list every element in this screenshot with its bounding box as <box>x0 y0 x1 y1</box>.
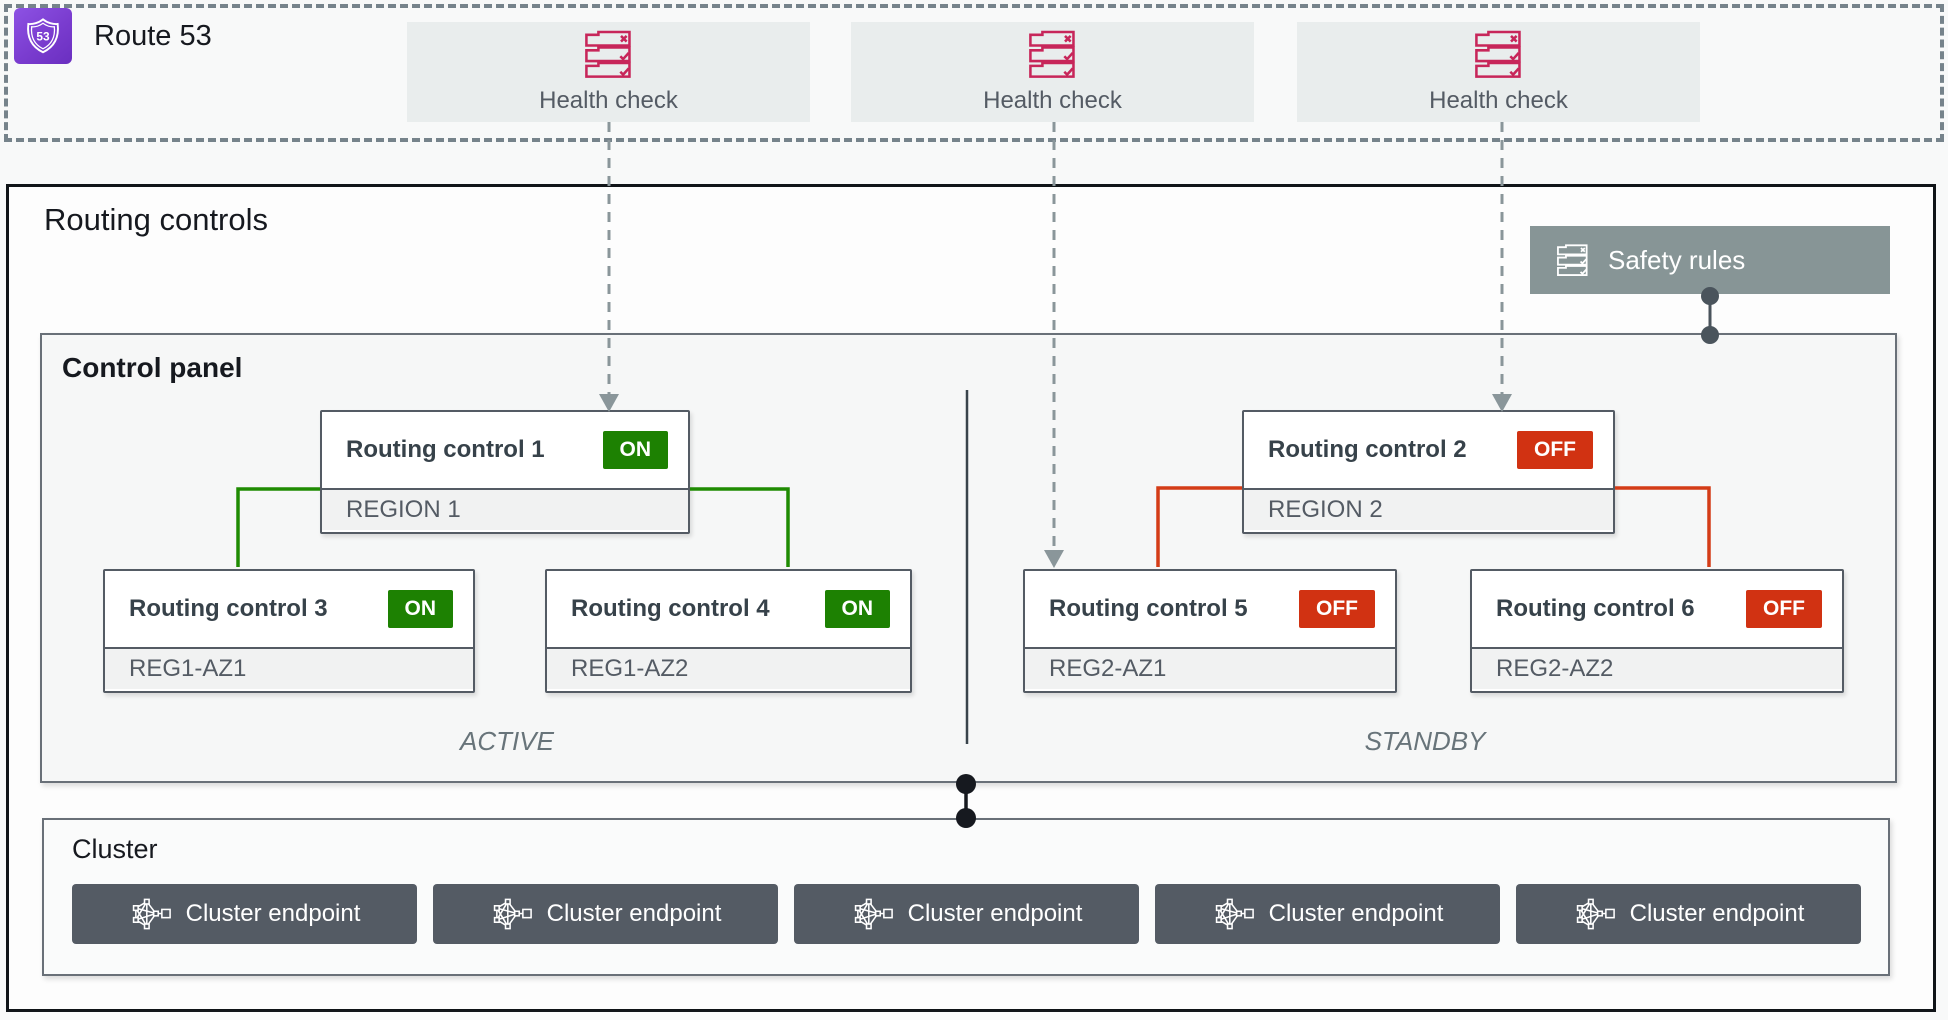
routing-control-location: REGION 2 <box>1244 488 1613 530</box>
routing-control-name: Routing control 5 <box>1049 595 1248 622</box>
svg-text:53: 53 <box>36 29 50 43</box>
health-check-label: Health check <box>539 86 678 114</box>
cluster-endpoint-label: Cluster endpoint <box>1629 900 1805 927</box>
cluster-endpoint-label: Cluster endpoint <box>185 900 361 927</box>
state-badge-on[interactable]: ON <box>387 590 453 628</box>
health-check-icon <box>1028 30 1075 78</box>
network-mesh-icon <box>1215 898 1254 930</box>
routing-control-name: Routing control 6 <box>1496 595 1695 622</box>
state-badge-on[interactable]: ON <box>602 431 668 469</box>
cluster-endpoint-label: Cluster endpoint <box>907 900 1083 927</box>
safety-rules-button[interactable]: Safety rules <box>1530 226 1890 294</box>
health-check-card[interactable]: Health check <box>851 22 1254 122</box>
state-badge-on[interactable]: ON <box>824 590 890 628</box>
routing-control-location: REG2-AZ2 <box>1472 647 1842 689</box>
cluster-section: Cluster Cluster endpoint <box>42 818 1890 976</box>
network-mesh-icon <box>854 898 893 930</box>
routing-control-name: Routing control 1 <box>346 436 545 463</box>
route53-icon: 53 <box>14 8 72 64</box>
cluster-endpoint-label: Cluster endpoint <box>546 900 722 927</box>
state-badge-off[interactable]: OFF <box>1299 590 1375 628</box>
routing-control-location: REG1-AZ1 <box>105 647 473 689</box>
safety-rules-checklist-icon <box>1557 244 1588 276</box>
route53-shield-icon: 53 <box>27 18 59 54</box>
health-check-icon <box>1474 30 1521 78</box>
control-panel <box>40 333 1897 783</box>
cluster-endpoint-row: Cluster endpoint Cluster endpoint <box>72 884 1861 944</box>
routing-control-name: Routing control 2 <box>1268 436 1467 463</box>
control-panel-title: Control panel <box>62 352 243 383</box>
cluster-endpoint-button[interactable]: Cluster endpoint <box>433 884 778 944</box>
routing-control-name: Routing control 4 <box>571 595 770 622</box>
cluster-endpoint-label: Cluster endpoint <box>1268 900 1444 927</box>
state-badge-off[interactable]: OFF <box>1517 431 1593 469</box>
cluster-endpoint-button[interactable]: Cluster endpoint <box>1516 884 1861 944</box>
routing-control-2[interactable]: Routing control 2 OFF REGION 2 <box>1242 410 1615 534</box>
network-mesh-icon <box>132 898 171 930</box>
route53-section-frame <box>4 4 1944 142</box>
route53-title: Route 53 <box>94 19 212 52</box>
health-check-card[interactable]: Health check <box>1297 22 1700 122</box>
standby-zone-label: STANDBY <box>1364 726 1486 756</box>
safety-rules-label: Safety rules <box>1608 244 1746 275</box>
routing-control-1[interactable]: Routing control 1 ON REGION 1 <box>320 410 690 534</box>
health-check-icon <box>584 30 631 78</box>
routing-control-location: REG2-AZ1 <box>1025 647 1395 689</box>
cluster-endpoint-button[interactable]: Cluster endpoint <box>1155 884 1500 944</box>
health-check-card[interactable]: Health check <box>407 22 810 122</box>
routing-control-5[interactable]: Routing control 5 OFF REG2-AZ1 <box>1023 569 1397 693</box>
routing-control-location: REG1-AZ2 <box>547 647 910 689</box>
network-mesh-icon <box>493 898 532 930</box>
routing-control-3[interactable]: Routing control 3 ON REG1-AZ1 <box>103 569 475 693</box>
cluster-endpoint-button[interactable]: Cluster endpoint <box>794 884 1139 944</box>
routing-control-6[interactable]: Routing control 6 OFF REG2-AZ2 <box>1470 569 1844 693</box>
routing-control-location: REGION 1 <box>322 488 688 530</box>
network-mesh-icon <box>1576 898 1615 930</box>
health-check-label: Health check <box>1429 86 1568 114</box>
routing-control-name: Routing control 3 <box>129 595 328 622</box>
health-check-label: Health check <box>983 86 1122 114</box>
routing-control-4[interactable]: Routing control 4 ON REG1-AZ2 <box>545 569 912 693</box>
active-zone-label: ACTIVE <box>460 726 554 756</box>
state-badge-off[interactable]: OFF <box>1746 590 1822 628</box>
cluster-endpoint-button[interactable]: Cluster endpoint <box>72 884 417 944</box>
route53-brand: 53 Route 53 <box>14 8 212 64</box>
cluster-title: Cluster <box>72 834 158 864</box>
routing-controls-title: Routing controls <box>44 202 269 237</box>
